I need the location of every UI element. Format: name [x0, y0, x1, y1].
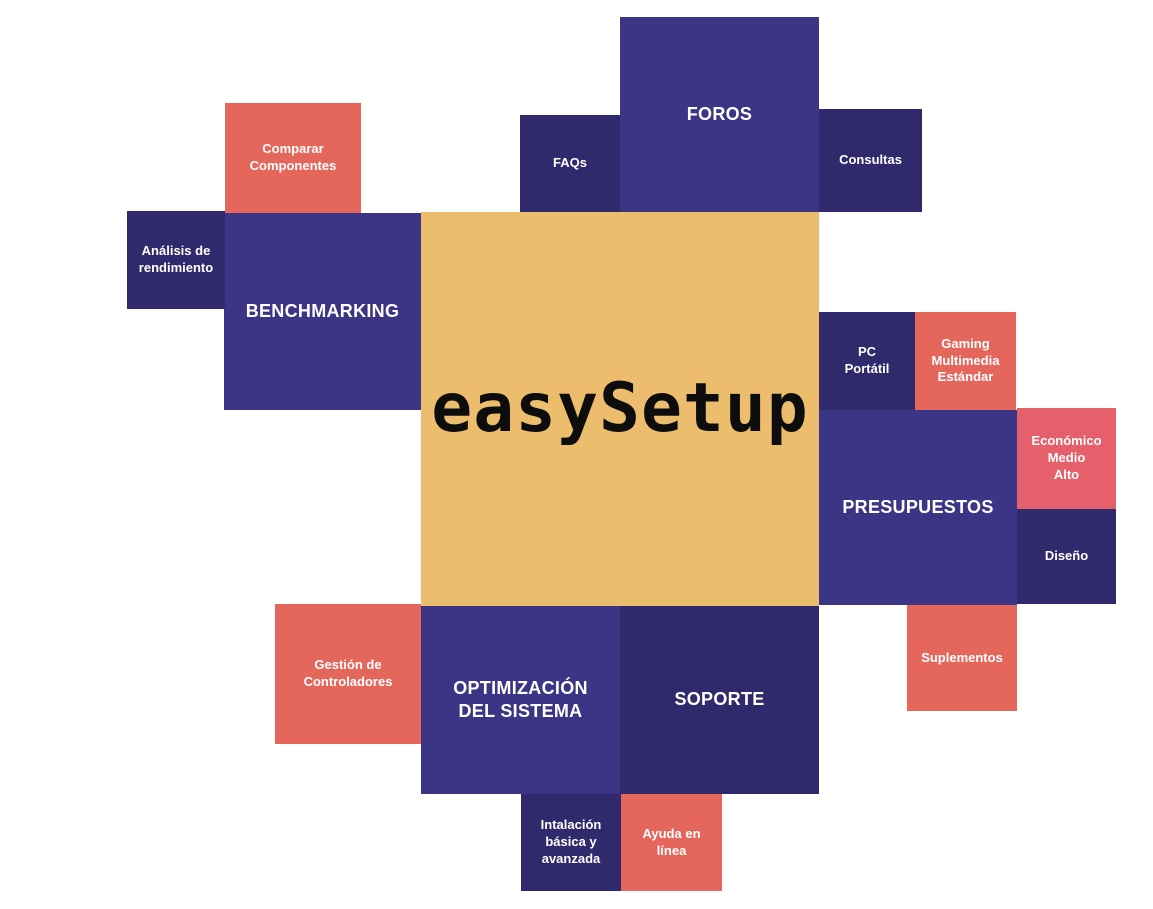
gestion-controladores-label: Gestión de Controladores: [303, 657, 393, 689]
consultas-node[interactable]: Consultas: [819, 109, 922, 212]
faqs-label: FAQs: [553, 155, 587, 171]
instalacion-node[interactable]: Intalación básica y avanzada: [521, 794, 621, 891]
gaming-multimedia-estandar-node[interactable]: Gaming Multimedia Estándar: [915, 312, 1016, 410]
comparar-componentes-node[interactable]: Comparar Componentes: [225, 103, 361, 213]
diseno-label: Diseño: [1044, 548, 1089, 564]
gaming-multimedia-estandar-label: Gaming Multimedia Estándar: [931, 335, 1000, 385]
pc-portatil-node[interactable]: PC Portátil: [819, 312, 915, 410]
center-tile: easySetup: [421, 212, 819, 606]
faqs-node[interactable]: FAQs: [520, 115, 620, 212]
analisis-rendimiento-label: Análisis de rendimiento: [138, 243, 214, 275]
optimizacion-sistema-label: OPTIMIZACIÓN DEL SISTEMA: [453, 677, 588, 721]
optimizacion-sistema-node[interactable]: OPTIMIZACIÓN DEL SISTEMA: [421, 606, 620, 794]
analisis-rendimiento-node[interactable]: Análisis de rendimiento: [127, 211, 225, 309]
instalacion-label: Intalación básica y avanzada: [540, 817, 602, 866]
consultas-label: Consultas: [839, 152, 902, 168]
ayuda-en-linea-node[interactable]: Ayuda en línea: [621, 794, 722, 891]
presupuestos-node[interactable]: PRESUPUESTOS: [819, 410, 1017, 605]
comparar-componentes-label: Comparar Componentes: [249, 141, 337, 173]
ayuda-en-linea-label: Ayuda en línea: [642, 825, 701, 858]
easysetup-logo: easySetup: [431, 368, 809, 448]
suplementos-node[interactable]: Suplementos: [907, 605, 1017, 711]
suplementos-label: Suplementos: [921, 649, 1003, 665]
soporte-node[interactable]: SOPORTE: [620, 606, 819, 794]
diseno-node[interactable]: Diseño: [1017, 509, 1116, 604]
presupuestos-label: PRESUPUESTOS: [842, 496, 994, 517]
foros-node[interactable]: FOROS: [620, 17, 819, 212]
benchmarking-label: BENCHMARKING: [245, 300, 400, 321]
gestion-controladores-node[interactable]: Gestión de Controladores: [275, 604, 421, 744]
economico-medio-alto-label: Económico Medio Alto: [1031, 433, 1102, 482]
economico-medio-alto-node[interactable]: Económico Medio Alto: [1017, 408, 1116, 509]
soporte-label: SOPORTE: [674, 689, 765, 710]
benchmarking-node[interactable]: BENCHMARKING: [224, 213, 421, 410]
pc-portatil-label: PC Portátil: [844, 344, 890, 376]
foros-label: FOROS: [686, 104, 753, 124]
